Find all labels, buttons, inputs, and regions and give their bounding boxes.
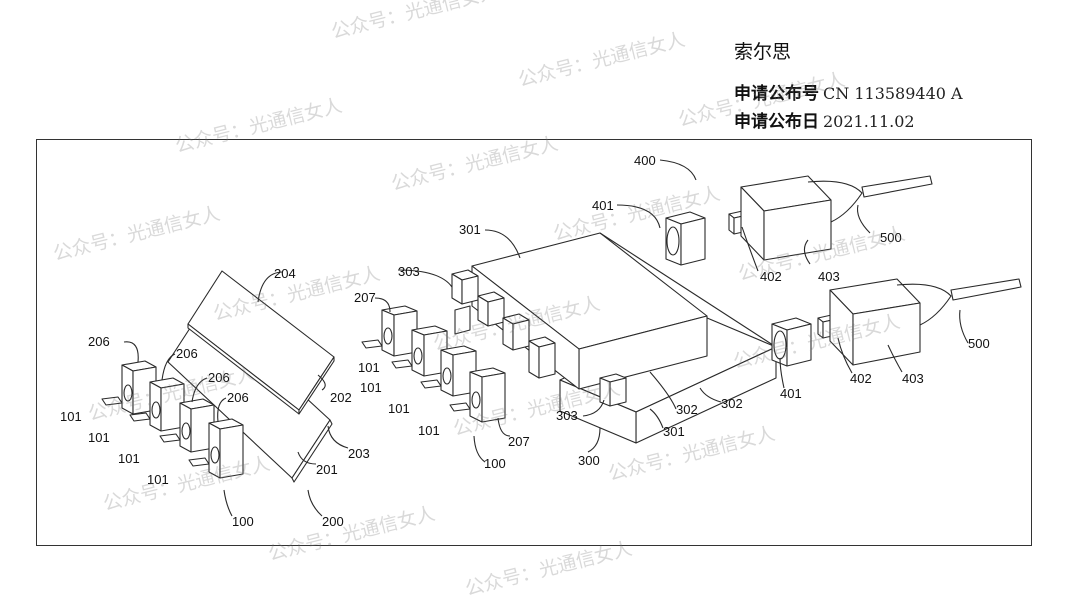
label-302: 302	[676, 402, 698, 417]
label-403: 403	[818, 269, 840, 284]
housing-403-bottom	[829, 278, 921, 366]
figure-frame	[36, 139, 1032, 546]
label-402: 402	[760, 269, 782, 284]
label-206: 206	[88, 334, 110, 349]
label-101: 101	[360, 380, 382, 395]
label-500: 500	[968, 336, 990, 351]
laser-207-4	[449, 367, 506, 423]
label-206: 206	[208, 370, 230, 385]
plate-assembly-200	[167, 270, 335, 483]
label-101: 101	[418, 423, 440, 438]
label-301: 301	[459, 222, 481, 237]
label-200: 200	[322, 514, 344, 529]
laser-206-3	[159, 398, 215, 453]
label-101: 101	[60, 409, 82, 424]
laser-array-100-left	[101, 360, 244, 479]
label-204: 204	[274, 266, 296, 281]
label-303: 303	[556, 408, 578, 423]
fiber-500-top	[807, 175, 933, 223]
reference-numerals: 206 206 206 206 101 101 101 101 100 200 …	[60, 153, 990, 529]
label-202: 202	[330, 390, 352, 405]
label-400: 400	[634, 153, 656, 168]
laser-206-4	[188, 418, 244, 479]
fiber-500-bottom	[896, 278, 1022, 326]
label-101: 101	[88, 430, 110, 445]
laser-206-2	[129, 377, 185, 432]
label-101: 101	[118, 451, 140, 466]
laser-206-1	[101, 360, 157, 415]
publication-number: CN 113589440 A	[823, 84, 963, 103]
applicant-name: 索尔思	[734, 41, 792, 63]
label-207: 207	[354, 290, 376, 305]
label-207: 207	[508, 434, 530, 449]
receiver-assembly-400-bottom	[771, 278, 1022, 367]
label-301: 301	[663, 424, 685, 439]
receiver-assembly-400-top	[665, 175, 933, 266]
label-206: 206	[227, 390, 249, 405]
label-101: 101	[358, 360, 380, 375]
laser-207-1	[361, 305, 418, 357]
laser-array-100-middle	[361, 305, 506, 423]
label-401: 401	[592, 198, 614, 213]
label-303: 303	[398, 264, 420, 279]
publication-date: 2021.11.02	[823, 112, 915, 131]
label-206: 206	[176, 346, 198, 361]
plate-201-edge	[291, 419, 333, 483]
label-100: 100	[484, 456, 506, 471]
leader-lines	[123, 159, 969, 517]
lens-401-top	[665, 211, 706, 266]
label-203: 203	[348, 446, 370, 461]
publication-number-label: 申请公布号	[734, 84, 819, 104]
label-101: 101	[388, 401, 410, 416]
label-403: 403	[902, 371, 924, 386]
lens-401-bottom	[771, 317, 812, 367]
label-401: 401	[780, 386, 802, 401]
label-300: 300	[578, 453, 600, 468]
label-402: 402	[850, 371, 872, 386]
publication-date-label: 申请公布日	[734, 112, 819, 132]
plate-204-side	[298, 356, 335, 415]
label-201: 201	[316, 462, 338, 477]
label-500: 500	[880, 230, 902, 245]
housing-403-top	[740, 175, 832, 261]
label-100: 100	[232, 514, 254, 529]
label-101: 101	[147, 472, 169, 487]
label-302: 302	[721, 396, 743, 411]
